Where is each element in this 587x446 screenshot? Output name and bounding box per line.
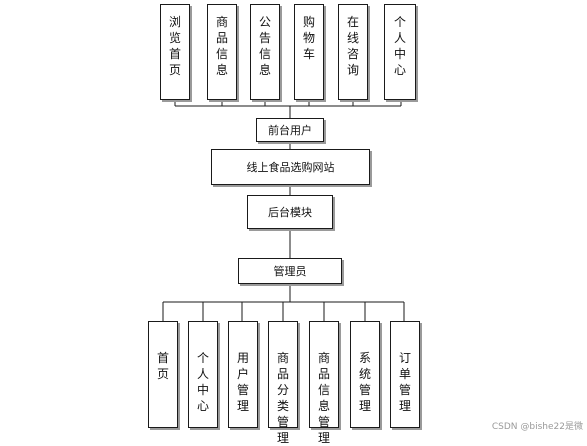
top-module-browse-home: 浏览首页 (160, 4, 190, 100)
top-module-product-info: 商品信息 (207, 4, 237, 100)
backend-module-label: 后台模块 (268, 206, 312, 219)
top-module-label: 商品信息 (216, 15, 229, 77)
site-label: 线上食品选购网站 (246, 161, 335, 174)
top-module-personal-center: 个人中心 (384, 4, 416, 100)
bottom-module-product-info-management: 商品信息管理 (309, 321, 339, 445)
bottom-module-label: 首页 (157, 351, 170, 381)
admin-label: 管理员 (273, 265, 307, 278)
front-user-label: 前台用户 (268, 124, 312, 137)
bottom-module-label: 订单管理 (399, 351, 412, 413)
top-module-label: 浏览首页 (169, 15, 182, 77)
admin-node: 管理员 (238, 258, 342, 284)
bottom-module-personal-center: 个人中心 (188, 321, 218, 428)
top-module-label: 公告信息 (259, 15, 272, 77)
backend-module-node: 后台模块 (247, 195, 333, 229)
csdn-watermark: CSDN @bishe22是微 (491, 422, 583, 432)
top-module-announcements: 公告信息 (250, 4, 280, 100)
top-module-label: 购物车 (303, 15, 316, 61)
bottom-module-label: 商品信息管理 (318, 351, 331, 445)
front-user-node: 前台用户 (256, 118, 324, 142)
bottom-module-system-management: 系统管理 (350, 321, 380, 428)
site-node: 线上食品选购网站 (211, 149, 370, 185)
bottom-module-order-management: 订单管理 (390, 321, 420, 428)
connector-lines (162, 100, 405, 321)
top-module-label: 在线咨询 (347, 15, 360, 77)
top-module-shopping-cart: 购物车 (294, 4, 324, 100)
bottom-module-category-management: 商品分类管理 (268, 321, 298, 445)
bottom-module-label: 用户管理 (237, 351, 250, 413)
bottom-module-label: 个人中心 (197, 351, 210, 413)
top-module-label: 个人中心 (394, 15, 407, 77)
bottom-module-label: 系统管理 (359, 351, 372, 413)
bottom-module-home: 首页 (148, 321, 178, 428)
bottom-module-label: 商品分类管理 (277, 351, 290, 445)
top-module-online-consult: 在线咨询 (338, 4, 368, 100)
system-structure-diagram: 浏览首页 商品信息 公告信息 购物车 在线咨询 个人中心 前台用户 线上食品选购… (148, 4, 583, 445)
bottom-module-user-management: 用户管理 (228, 321, 258, 428)
